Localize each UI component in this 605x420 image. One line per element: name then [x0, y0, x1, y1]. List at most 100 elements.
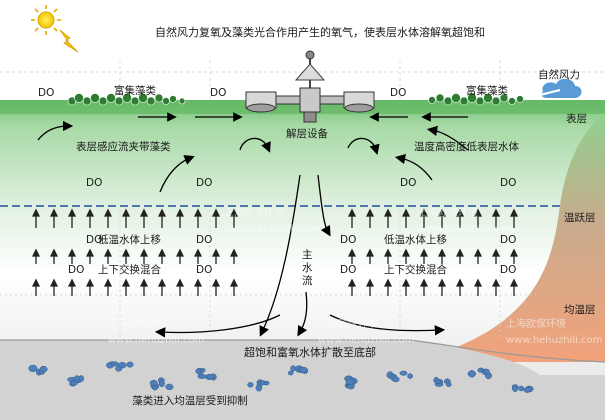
- wind-icon: [535, 78, 582, 98]
- up-arrow-head: [229, 208, 239, 217]
- lake-bank: [410, 112, 605, 362]
- up-arrow-head: [437, 278, 447, 287]
- mixing-label-left: 上下交换混合: [98, 263, 161, 276]
- surface-flow-label: 表层感应流夹带藻类: [76, 140, 171, 153]
- algae-cell: [290, 365, 296, 372]
- device-label: 解层设备: [286, 127, 328, 140]
- up-arrow-head: [229, 248, 239, 257]
- up-arrow-head: [121, 248, 131, 257]
- up-arrow-head: [365, 208, 375, 217]
- circulation-arrows: [37, 120, 469, 193]
- up-arrow-head: [365, 278, 375, 287]
- up-arrow-head: [85, 248, 95, 257]
- watermark-name-1: 上海欧保环境: [224, 206, 284, 219]
- algae-cell: [28, 364, 38, 373]
- do-label-7: DO: [500, 177, 516, 189]
- up-arrow-head: [139, 208, 149, 217]
- up-arrow-head: [175, 208, 185, 217]
- algae-cell: [197, 373, 207, 379]
- watermark-url-3: www.hehuzhili.com: [108, 335, 204, 346]
- algae-cell: [152, 384, 158, 391]
- do-label-9: DO: [196, 234, 212, 246]
- main-flow-label: 主水流: [302, 249, 313, 287]
- up-arrow-head: [491, 278, 501, 287]
- destratification-device: [245, 50, 375, 123]
- up-arrow-head: [509, 248, 519, 257]
- algae-cell: [399, 370, 408, 376]
- up-arrow-head: [347, 208, 357, 217]
- up-arrow-head: [49, 278, 59, 287]
- up-arrow-head: [455, 278, 465, 287]
- up-arrow-head: [383, 248, 393, 257]
- up-arrow-head: [509, 278, 519, 287]
- algae-cell: [165, 383, 174, 391]
- algae-cell: [110, 361, 119, 367]
- do-label-5: DO: [196, 177, 212, 189]
- up-arrow-head: [419, 208, 429, 217]
- up-arrow-head: [67, 278, 77, 287]
- up-arrow-head: [401, 278, 411, 287]
- up-arrow-head: [157, 248, 167, 257]
- algae-cell: [434, 379, 442, 385]
- algae-cell: [299, 366, 308, 374]
- do-label-6: DO: [400, 177, 416, 189]
- algae-cell: [483, 368, 490, 374]
- up-arrow-head: [211, 208, 221, 217]
- watermark-url-5: www.hehuzhili.com: [506, 335, 602, 346]
- algae-cell: [206, 374, 216, 380]
- do-label-3: DO: [390, 87, 406, 99]
- do-label-15: DO: [500, 264, 516, 276]
- up-arrow-head: [509, 208, 519, 217]
- upwelling-arrows: [31, 208, 519, 296]
- up-arrow-head: [419, 248, 429, 257]
- watermark-url-1: www.hehuzhili.com: [224, 224, 320, 235]
- up-arrow-head: [49, 208, 59, 217]
- algae-cell: [247, 382, 254, 388]
- algae-cell: [518, 385, 525, 392]
- do-label-2: DO: [210, 87, 226, 99]
- algae-cell: [199, 368, 206, 373]
- up-arrow-head: [31, 248, 41, 257]
- up-arrow-head: [491, 208, 501, 217]
- up-arrow-head: [67, 208, 77, 217]
- algae-cell: [149, 379, 158, 387]
- algae-cell: [40, 366, 48, 373]
- up-arrow-head: [347, 278, 357, 287]
- algae-cell: [512, 385, 519, 392]
- main-flow-arrows: [154, 174, 446, 338]
- watermark-name-4: 上海欧保环境: [318, 317, 378, 330]
- up-arrow-head: [193, 208, 203, 217]
- layer-uniform-label: 均温层: [564, 304, 596, 316]
- low-temp-up-label-left: 低温水体上移: [98, 233, 161, 246]
- top-caption: 自然风力复氧及藻类光合作用产生的氧气，使表层水体溶解氧超饱和: [155, 25, 485, 39]
- do-label-13: DO: [196, 264, 212, 276]
- high-temp-label: 温度高密度低表层水体: [414, 140, 519, 153]
- up-arrow-head: [121, 208, 131, 217]
- up-arrow-head: [175, 248, 185, 257]
- up-arrow-head: [473, 278, 483, 287]
- up-arrow-head: [383, 208, 393, 217]
- do-label-4: DO: [86, 177, 102, 189]
- layer-surface-label: 表层: [566, 112, 587, 125]
- wind-label: 自然风力: [538, 68, 580, 81]
- do-label-11: DO: [500, 234, 516, 246]
- algae-cell: [287, 370, 294, 376]
- up-arrow-head: [365, 248, 375, 257]
- up-arrow-head: [211, 278, 221, 287]
- mixing-label-right: 上下交换混合: [384, 263, 447, 276]
- up-arrow-head: [49, 248, 59, 257]
- up-arrow-head: [103, 208, 113, 217]
- up-arrow-head: [455, 248, 465, 257]
- do-label-12: DO: [68, 264, 84, 276]
- algae-cell: [445, 382, 452, 387]
- algae-cell: [407, 373, 413, 379]
- up-arrow-head: [139, 278, 149, 287]
- up-arrow-head: [85, 278, 95, 287]
- algae-label-left: 富集藻类: [114, 84, 156, 97]
- lightning-icon: [59, 29, 79, 53]
- do-label-10: DO: [340, 234, 356, 246]
- up-arrow-head: [473, 248, 483, 257]
- watermark-url-2: www.hehuzhili.com: [418, 224, 514, 235]
- algae-cell: [158, 379, 165, 388]
